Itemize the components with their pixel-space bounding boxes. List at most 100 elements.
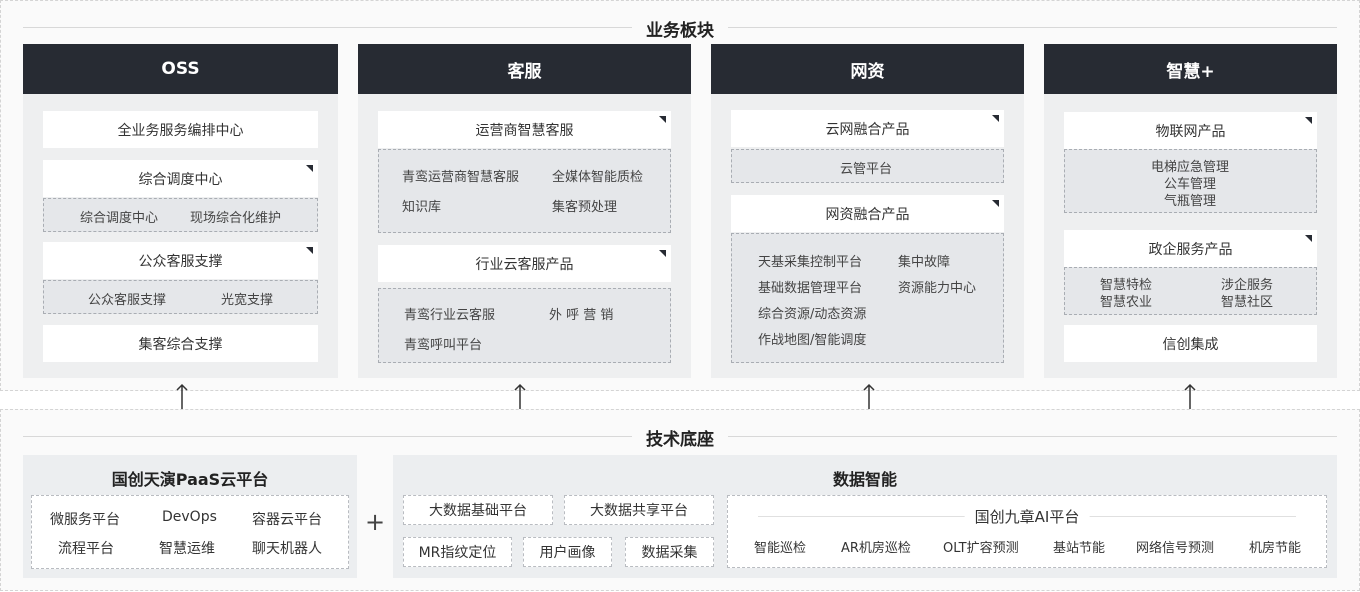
card-label: 物联网产品	[1155, 123, 1226, 140]
card-label: 信创集成	[1162, 336, 1219, 353]
ai-item[interactable]: 智能巡检	[754, 541, 807, 556]
mr-positioning-pill[interactable]: MR指纹定位	[403, 537, 512, 567]
corner-marker-icon	[659, 116, 666, 123]
card-label: 行业云客服产品	[475, 256, 574, 273]
kefu-card-industry[interactable]: 行业云客服产品	[378, 245, 671, 282]
paas-title: 国创天演PaaS云平台	[111, 470, 269, 489]
sub-item[interactable]: 智慧社区	[1221, 295, 1274, 310]
ai-item[interactable]: AR机房巡检	[841, 541, 911, 556]
data-intelligence-title: 数据智能	[832, 470, 897, 489]
up-arrow-icon	[1184, 383, 1196, 410]
zhihui-header: 智慧+	[1044, 44, 1337, 94]
sub-item[interactable]: 集中故障	[898, 255, 951, 270]
ai-platform-panel: 国创九章AI平台 智能巡检 AR机房巡检 OLT扩容预测 基站节能 网络信号预测…	[727, 495, 1327, 568]
up-arrow-icon	[514, 383, 526, 410]
sub-item[interactable]: 集客预处理	[552, 200, 618, 215]
sub-item[interactable]: 智慧特检	[1100, 278, 1153, 293]
sub-item[interactable]: 全媒体智能质检	[552, 170, 644, 185]
up-arrow-icon	[176, 383, 188, 410]
sub-item[interactable]: 电梯应急管理	[1151, 160, 1230, 175]
kefu-industry-sub: 青鸾行业云客服 外 呼 营 销 青鸾呼叫平台	[378, 288, 671, 363]
sub-item[interactable]: 气瓶管理	[1164, 194, 1217, 209]
business-section: 业务板块 OSS 全业务服务编排中心 综合调度中心 综合调度中心 现场综合化维护…	[0, 0, 1360, 391]
sub-item[interactable]: 综合资源/动态资源	[758, 307, 867, 322]
sub-item[interactable]: 现场综合化维护	[190, 211, 282, 226]
sub-item[interactable]: 智慧农业	[1100, 295, 1153, 310]
ai-item[interactable]: 基站节能	[1053, 541, 1106, 556]
bigdata-base-pill[interactable]: 大数据基础平台	[403, 495, 553, 525]
sub-item[interactable]: 公众客服支撑	[88, 293, 167, 308]
card-label: 公众客服支撑	[138, 253, 223, 270]
paas-item[interactable]: 微服务平台	[50, 512, 120, 528]
sub-item[interactable]: 涉企服务	[1221, 278, 1274, 293]
sub-item[interactable]: 作战地图/智能调度	[758, 333, 867, 348]
sub-item[interactable]: 天基采集控制平台	[758, 255, 863, 270]
wangzi-cloudnet-sub: 云管平台	[731, 149, 1004, 183]
data-intelligence-box: 数据智能 大数据基础平台 大数据共享平台 MR指纹定位 用户画像 数据采集 国创…	[393, 455, 1337, 578]
zhihui-column: 智慧+ 物联网产品 电梯应急管理 公车管理 气瓶管理 政企服务产品 智慧特检 涉…	[1044, 44, 1337, 378]
card-label: 网资融合产品	[825, 206, 910, 223]
sub-item[interactable]: 资源能力中心	[898, 281, 977, 296]
corner-marker-icon	[1305, 117, 1312, 124]
sub-item[interactable]: 青鸾运营商智慧客服	[402, 170, 520, 185]
paas-box: 国创天演PaaS云平台 微服务平台 DevOps 容器云平台 流程平台 智慧运维…	[23, 455, 357, 578]
card-label: 云网融合产品	[825, 121, 910, 138]
zhihui-card-xinchuang[interactable]: 信创集成	[1064, 325, 1317, 362]
oss-card-enterprise[interactable]: 集客综合支撑	[43, 325, 318, 362]
sub-item[interactable]: 知识库	[402, 200, 442, 215]
card-label: 综合调度中心	[138, 171, 223, 188]
business-section-title: 业务板块	[632, 16, 728, 41]
wangzi-card-resource[interactable]: 网资融合产品	[731, 195, 1004, 232]
wangzi-column: 网资 云网融合产品 云管平台 网资融合产品 天基采集控制平台 集中故障 基础数据…	[711, 44, 1024, 378]
plus-sign: +	[365, 508, 386, 536]
sub-item[interactable]: 青鸾行业云客服	[404, 308, 496, 323]
ai-item[interactable]: 网络信号预测	[1136, 541, 1215, 556]
card-label: 运营商智慧客服	[475, 122, 574, 139]
corner-marker-icon	[306, 247, 313, 254]
sub-item[interactable]: 光宽支撑	[221, 293, 274, 308]
zhihui-card-gov[interactable]: 政企服务产品	[1064, 230, 1317, 267]
kefu-header: 客服	[358, 44, 691, 94]
wangzi-resource-sub: 天基采集控制平台 集中故障 基础数据管理平台 资源能力中心 综合资源/动态资源 …	[731, 233, 1004, 363]
oss-header: OSS	[23, 44, 338, 94]
oss-column: OSS 全业务服务编排中心 综合调度中心 综合调度中心 现场综合化维护 公众客服…	[23, 44, 338, 378]
tech-section: 技术底座 国创天演PaaS云平台 微服务平台 DevOps 容器云平台 流程平台…	[0, 409, 1360, 591]
ai-platform-title: 国创九章AI平台	[964, 506, 1090, 527]
paas-item[interactable]: 流程平台	[58, 541, 114, 557]
ai-item[interactable]: OLT扩容预测	[943, 541, 1019, 556]
user-profile-pill[interactable]: 用户画像	[523, 537, 612, 567]
oss-dispatch-sub: 综合调度中心 现场综合化维护	[43, 198, 318, 232]
oss-public-sub: 公众客服支撑 光宽支撑	[43, 280, 318, 314]
oss-card-dispatch[interactable]: 综合调度中心	[43, 160, 318, 197]
paas-item[interactable]: 容器云平台	[252, 512, 322, 528]
sub-item[interactable]: 综合调度中心	[80, 211, 159, 226]
business-section-title-bar: 业务板块	[1, 16, 1359, 41]
data-collection-pill[interactable]: 数据采集	[625, 537, 714, 567]
sub-item[interactable]: 青鸾呼叫平台	[404, 338, 483, 353]
tech-section-title: 技术底座	[632, 425, 728, 450]
ai-item[interactable]: 机房节能	[1249, 541, 1302, 556]
zhihui-card-iot[interactable]: 物联网产品	[1064, 112, 1317, 149]
oss-card-public-support[interactable]: 公众客服支撑	[43, 242, 318, 279]
paas-item[interactable]: DevOps	[162, 509, 217, 525]
paas-item[interactable]: 智慧运维	[159, 541, 215, 557]
bigdata-share-pill[interactable]: 大数据共享平台	[564, 495, 714, 525]
sub-item[interactable]: 云管平台	[840, 162, 893, 177]
wangzi-card-cloudnet[interactable]: 云网融合产品	[731, 110, 1004, 147]
sub-item[interactable]: 基础数据管理平台	[758, 281, 863, 296]
zhihui-gov-sub: 智慧特检 涉企服务 智慧农业 智慧社区	[1064, 267, 1317, 315]
corner-marker-icon	[992, 115, 999, 122]
corner-marker-icon	[659, 250, 666, 257]
oss-card-orchestration[interactable]: 全业务服务编排中心	[43, 111, 318, 148]
paas-item[interactable]: 聊天机器人	[252, 541, 322, 557]
paas-items-panel: 微服务平台 DevOps 容器云平台 流程平台 智慧运维 聊天机器人	[31, 495, 349, 569]
card-label: 政企服务产品	[1148, 241, 1233, 258]
sub-item[interactable]: 公车管理	[1164, 177, 1217, 192]
card-label: 集客综合支撑	[138, 336, 223, 353]
up-arrow-icon	[863, 383, 875, 410]
sub-item[interactable]: 外 呼 营 销	[549, 308, 614, 323]
corner-marker-icon	[1305, 235, 1312, 242]
kefu-column: 客服 运营商智慧客服 青鸾运营商智慧客服 全媒体智能质检 知识库 集客预处理 行…	[358, 44, 691, 378]
kefu-card-operator[interactable]: 运营商智慧客服	[378, 111, 671, 148]
card-label: 全业务服务编排中心	[117, 122, 244, 139]
